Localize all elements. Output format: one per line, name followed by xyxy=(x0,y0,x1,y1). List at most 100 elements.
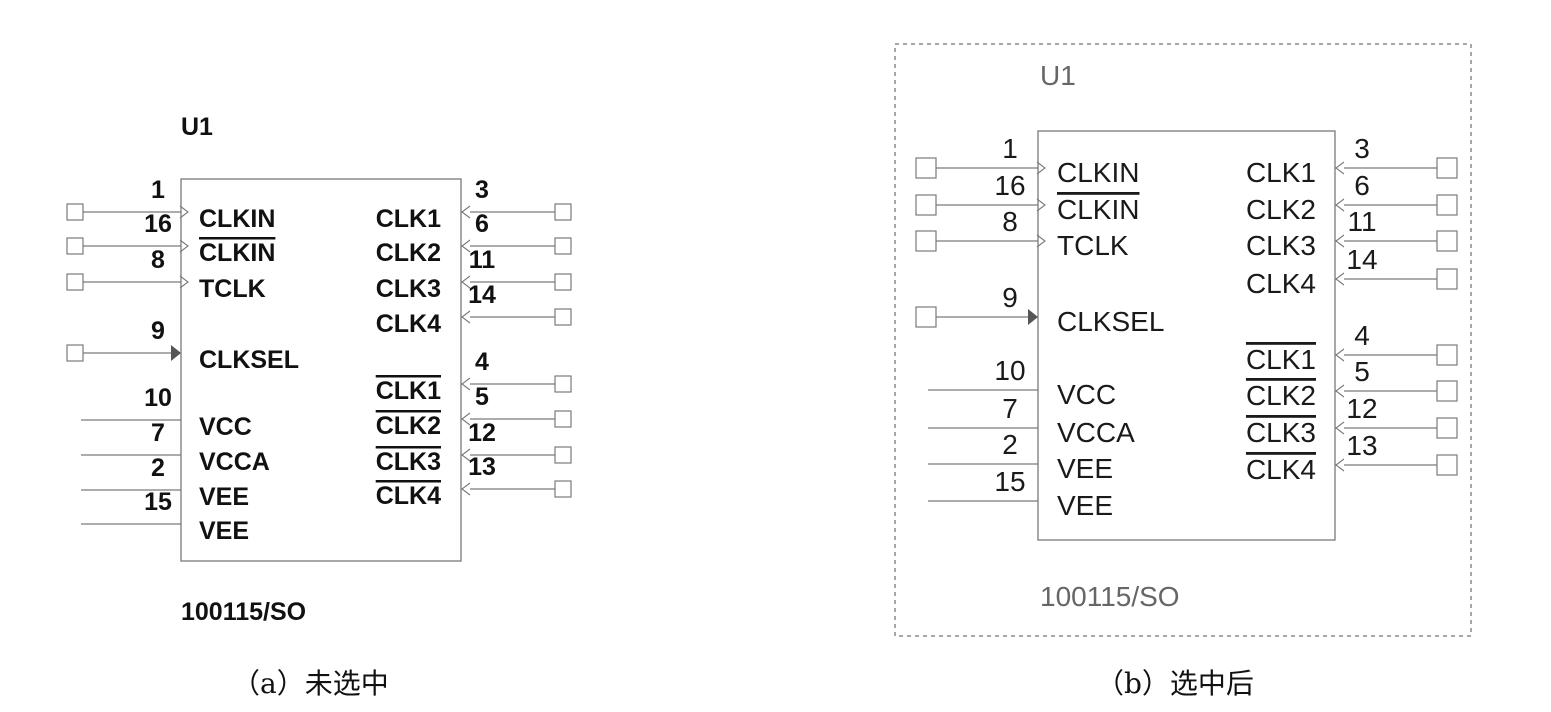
output-marker xyxy=(461,448,471,462)
pin-terminal-square[interactable] xyxy=(66,237,84,255)
pin-name: TCLK xyxy=(1057,230,1129,261)
pin-number: 2 xyxy=(151,454,165,482)
pin-number: 16 xyxy=(994,170,1025,201)
pin-terminal-square[interactable] xyxy=(554,237,572,255)
pin-terminal-square[interactable] xyxy=(554,410,572,428)
pin-terminal-square[interactable] xyxy=(1436,194,1458,216)
pin-number: 11 xyxy=(469,246,496,274)
pin-terminal-square[interactable] xyxy=(1436,417,1458,439)
pin-name: CLK2 xyxy=(376,412,441,440)
component-part-number: 100115/SO xyxy=(1040,581,1180,612)
pin-name: VCC xyxy=(199,413,252,441)
output-marker xyxy=(1335,348,1345,362)
pin-name: VCC xyxy=(1057,379,1116,410)
pin-terminal-square[interactable] xyxy=(915,306,937,328)
pin-name: CLKSEL xyxy=(199,346,299,374)
panel-selected[interactable]: U1100115/SO1CLKIN16CLKIN8TCLK9CLKSEL10VC… xyxy=(894,43,1472,637)
pin-terminal-square[interactable] xyxy=(1436,157,1458,179)
component-body[interactable] xyxy=(1037,130,1336,541)
pin-name: TCLK xyxy=(199,275,266,303)
pin-name: CLK4 xyxy=(376,310,441,338)
output-marker xyxy=(461,310,471,324)
pin-terminal-square[interactable] xyxy=(1436,344,1458,366)
pin-terminal-square[interactable] xyxy=(554,308,572,326)
pin-terminal-square[interactable] xyxy=(66,203,84,221)
pin-name: CLKIN xyxy=(199,239,275,267)
pin-terminal-square[interactable] xyxy=(915,194,937,216)
pin-terminal-square[interactable] xyxy=(554,203,572,221)
panel-unselected[interactable]: U1100115/SO1CLKIN16CLKIN8TCLK9CLKSEL10VC… xyxy=(66,113,572,626)
pin-name: VEE xyxy=(1057,490,1113,521)
pin-number: 6 xyxy=(475,210,489,238)
pin-terminal-square[interactable] xyxy=(915,230,937,252)
pin-terminal-square[interactable] xyxy=(66,344,84,362)
pin-number: 6 xyxy=(1354,170,1370,201)
output-marker xyxy=(1335,458,1345,472)
clock-input-marker xyxy=(1036,198,1046,212)
pin-name: CLK2 xyxy=(1246,194,1316,225)
caption-selected: （b）选中后 xyxy=(1096,667,1254,700)
output-marker xyxy=(461,412,471,426)
pin-name: CLK1 xyxy=(376,377,441,405)
component-body[interactable] xyxy=(180,178,462,562)
output-marker xyxy=(461,275,471,289)
pin-terminal-square[interactable] xyxy=(1436,268,1458,290)
output-marker xyxy=(1335,384,1345,398)
pin-name: CLK1 xyxy=(376,205,441,233)
pin-number: 10 xyxy=(994,355,1025,386)
pin-number: 10 xyxy=(144,384,172,412)
pin-terminal-square[interactable] xyxy=(554,446,572,464)
pin-number: 15 xyxy=(994,466,1025,497)
pin-name: CLKSEL xyxy=(1057,306,1164,337)
output-marker xyxy=(461,205,471,219)
pin-name: CLK3 xyxy=(1246,230,1316,261)
pin-terminal-square[interactable] xyxy=(1436,454,1458,476)
pin-terminal-square[interactable] xyxy=(1436,380,1458,402)
pin-number: 12 xyxy=(468,419,496,447)
pin-number: 2 xyxy=(1002,429,1018,460)
pin-terminal-square[interactable] xyxy=(554,375,572,393)
pin-name: CLKIN xyxy=(1057,157,1139,188)
pin-terminal-square[interactable] xyxy=(915,157,937,179)
pin-terminal-square[interactable] xyxy=(1436,230,1458,252)
pin-terminal-square[interactable] xyxy=(554,480,572,498)
pin-terminal-square[interactable] xyxy=(554,273,572,291)
pin-number: 9 xyxy=(1002,282,1018,313)
pin-terminal-square[interactable] xyxy=(66,273,84,291)
pin-number: 1 xyxy=(1002,133,1018,164)
selection-frame xyxy=(894,43,1472,637)
output-marker xyxy=(461,377,471,391)
